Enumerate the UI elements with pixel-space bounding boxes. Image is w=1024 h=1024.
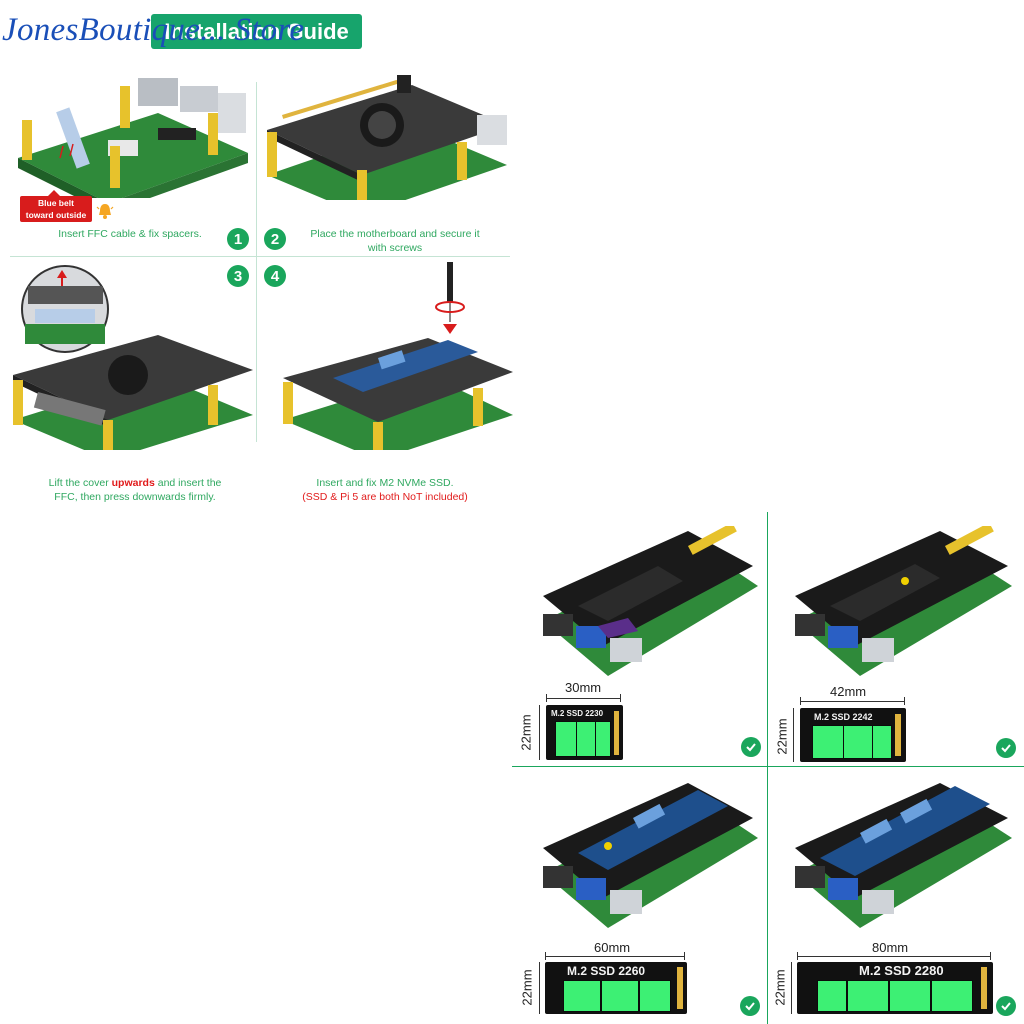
step2-motherboard-illustration: [267, 75, 507, 200]
ssd-2260-length-label: 60mm: [594, 940, 631, 955]
ssd-2230-label: M.2 SSD 2230: [551, 709, 604, 718]
ssd-chip: [889, 980, 931, 1012]
dim-tick: [545, 952, 546, 960]
ssd-2230-length-label: 30mm: [565, 680, 602, 695]
dim-tick: [684, 952, 685, 960]
step3-caption-emphasis: upwards: [111, 477, 155, 489]
dim-tick: [904, 697, 905, 705]
step3-caption-prefix: Lift the cover: [48, 477, 112, 489]
ssd-2260-board-illustration: [543, 783, 758, 928]
store-watermark: JonesBoutique... Store: [2, 12, 305, 48]
step3-cover-illustration: [13, 335, 253, 450]
ssd-chip: [595, 721, 611, 757]
step3-caption-suffix: and insert the: [154, 477, 222, 489]
step3-caption: Lift the cover upwards and insert the FF…: [30, 476, 240, 504]
ssd-connector: [614, 711, 619, 755]
step2-caption-line2: with screws: [367, 242, 423, 254]
ssd-2260-width-line: [539, 962, 540, 1014]
ssd-2260-length-line: [545, 956, 685, 957]
ssd-2230-width-line: [539, 705, 540, 760]
ssd-2230-length-line: [546, 698, 621, 699]
step4-caption-note: (SSD & Pi 5 are both NoT included): [302, 491, 468, 503]
ssd-2260-check-icon: [740, 996, 760, 1016]
grid-divider-horizontal: [10, 256, 510, 257]
step4-ssd-illustration: [283, 338, 513, 450]
dim-tick: [800, 697, 801, 705]
ssd-2242-length-label: 42mm: [830, 684, 867, 699]
ssd-chip: [843, 725, 873, 759]
step2-caption-line1: Place the motherboard and secure it: [310, 228, 480, 240]
ssd-2242-label: M.2 SSD 2242: [814, 712, 873, 722]
dim-tick: [990, 952, 991, 960]
ssd-2242-board-illustration: [795, 526, 1012, 676]
ssd-2280-length-label: 80mm: [872, 940, 909, 955]
ssd-2280-label: M.2 SSD 2280: [859, 963, 944, 978]
ssd-2280-check-icon: [996, 996, 1016, 1016]
step2-caption: Place the motherboard and secure it with…: [300, 227, 490, 255]
step4-caption: Insert and fix M2 NVMe SSD.: [280, 476, 490, 490]
warning-line2: toward outside: [25, 210, 87, 220]
ssd-connector: [677, 967, 683, 1009]
ssd-2242-check-icon: [996, 738, 1016, 758]
ssd-chip: [817, 980, 847, 1012]
ssd-2280-width-line: [791, 962, 792, 1014]
ssd-2280-width-label: 22mm: [772, 969, 788, 1006]
ssd-2242-length-line: [800, 701, 905, 702]
ssd-chip: [639, 980, 671, 1012]
dim-tick: [546, 694, 547, 702]
step1-number: 1: [227, 228, 249, 250]
step1-caption: Insert FFC cable & fix spacers.: [58, 228, 202, 240]
ssd-chip: [555, 721, 577, 757]
screwdriver-icon: [435, 262, 465, 334]
step2-number: 2: [264, 228, 286, 250]
step3-number: 3: [227, 265, 249, 287]
bell-icon: [96, 204, 114, 219]
ssd-connector: [895, 714, 901, 756]
ssd-2280-length-line: [797, 956, 991, 957]
ssd-chip: [931, 980, 973, 1012]
step1-pi-board-illustration: [18, 78, 248, 198]
blue-belt-warning-badge: Blue belt toward outside: [20, 190, 92, 222]
ssd-chip: [872, 725, 892, 759]
ssd-2242-width-label: 22mm: [774, 718, 790, 755]
ssd-chip: [576, 721, 596, 757]
ssd-grid-divider-horizontal: [512, 766, 1024, 767]
ssd-2260-card: M.2 SSD 2260: [545, 962, 687, 1014]
ssd-chip: [563, 980, 601, 1012]
ssd-2230-check-icon: [741, 737, 761, 757]
step4-caption-line1: Insert and fix M2 NVMe SSD.: [316, 477, 454, 489]
warning-line1: Blue belt: [38, 198, 74, 208]
grid-divider-vertical: [256, 82, 257, 442]
dim-tick: [797, 952, 798, 960]
ssd-chip: [812, 725, 844, 759]
ssd-2230-width-label: 22mm: [518, 714, 534, 751]
installation-guide-title: Installation Guide: [151, 14, 362, 49]
ssd-chip: [847, 980, 889, 1012]
step3-zoom-detail: [21, 265, 109, 353]
ssd-2260-width-label: 22mm: [519, 969, 535, 1006]
ssd-connector: [981, 967, 987, 1009]
ssd-2242-width-line: [793, 708, 794, 762]
dim-tick: [620, 694, 621, 702]
ssd-grid-divider-vertical: [767, 512, 768, 1024]
step4-number: 4: [264, 265, 286, 287]
ssd-2280-board-illustration: [795, 783, 1012, 928]
ssd-2242-card: M.2 SSD 2242: [800, 708, 906, 762]
ssd-2280-card: M.2 SSD 2280: [797, 962, 993, 1014]
step3-caption-line2: FFC, then press downwards firmly.: [54, 491, 216, 503]
ssd-2230-card: M.2 SSD 2230: [546, 705, 623, 760]
ssd-2260-label: M.2 SSD 2260: [567, 964, 646, 978]
ssd-chip: [601, 980, 639, 1012]
ssd-2230-board-illustration: [543, 526, 758, 676]
